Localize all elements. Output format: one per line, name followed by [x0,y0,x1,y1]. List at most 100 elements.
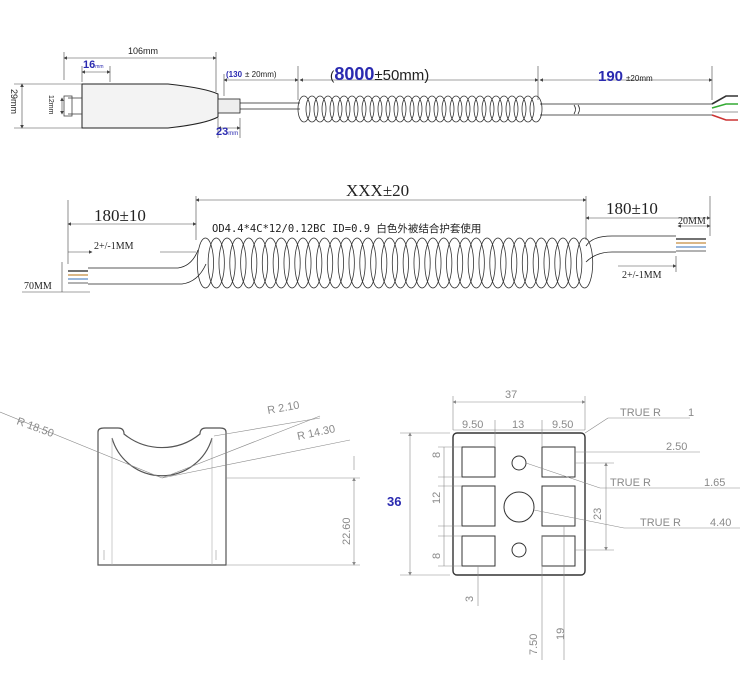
dim-9-50-right: 9.50 [552,419,573,431]
spiral-loop [521,237,539,289]
coil-loop [353,95,367,123]
spiral-loop [576,237,594,289]
dim-13: 13 [512,419,524,431]
spiral-loop [446,237,464,289]
spiral-loop [489,237,507,289]
dim-8-top: 8 [431,452,443,458]
coil-loop [473,95,487,123]
small-hole-top [511,455,527,471]
spiral-loop [207,237,225,289]
left-wire-ends [68,270,88,284]
spiral-loop [326,237,344,289]
spiral-loop [283,237,301,289]
dim-3: 3 [464,596,476,602]
coil-loop [401,95,415,123]
spiral-loop [359,237,377,289]
spiral-loop [348,237,366,289]
spiral-loop [316,237,334,289]
coil-loop [521,95,535,123]
coil-loop [489,95,503,123]
dim-8-bottom: 8 [431,553,443,559]
square-hole-top-left [461,446,496,478]
true-r-440-label: TRUE R [640,517,681,529]
spiral-loop [229,237,247,289]
coil-loop [361,95,375,123]
spiral-loop [565,237,583,289]
spiral-loop [543,237,561,289]
dim-right-180: 180±10 [606,199,658,218]
coil-section [297,95,543,123]
strain-relief [217,98,241,114]
dim-190: 190±20mm [598,68,653,85]
coil-loop [505,95,519,123]
spiral-loop [370,237,388,289]
dim-8000: (8000±50mm) [330,64,429,84]
dim-7-50: 7.50 [528,634,540,655]
coil-loop [409,95,423,123]
center-hole [503,491,535,523]
coil-loop [337,95,351,123]
dim-left-70: 70MM [24,281,52,292]
square-hole-top-right [541,446,576,478]
connector-body [81,83,219,129]
coil-loop [329,95,343,123]
right-lead [585,235,676,247]
spiral-loop [554,237,572,289]
spiral-cable-drawing: 180±10 XXX±20 180±10 OD4.4*4C*12/0.12BC … [22,181,711,293]
spiral-loop [402,237,420,289]
spiral-loop [413,237,431,289]
spiral-loop [261,237,279,289]
coil-loop [377,95,391,123]
true-r-165-label: TRUE R [610,477,651,489]
dim-106: 106mm [128,46,158,56]
coil-loop [345,95,359,123]
cable-connector-drawing: 106mm 16mm 29mm 12mm 23mm (130± 20mm) (8… [9,46,738,138]
spiral-loop [240,237,258,289]
dim-r-18-50: R 18.50 [15,416,55,440]
dim-23-vertical: 23 [592,508,604,520]
dim-9-50-left: 9.50 [462,419,483,431]
coil-loop [433,95,447,123]
coil-loop [481,95,495,123]
spiral-loop [337,237,355,289]
dim-2-50: 2.50 [666,441,687,453]
coil-loop [313,95,327,123]
spiral-loop [251,237,269,289]
spiral-loop [294,237,312,289]
coil-loop [417,95,431,123]
dim-right-strip: 2+/-1MM [622,270,662,281]
spiral-loop [435,237,453,289]
dim-12-vertical: 12 [431,492,443,504]
spiral-loop [456,237,474,289]
spiral-loop [467,237,485,289]
dim-right-20: 20MM [678,216,706,227]
coil-loop [465,95,479,123]
coil-loop [529,95,543,123]
coil-loop [385,95,399,123]
right-wire-ends [676,238,706,252]
coil-loop [497,95,511,123]
spiral-loop [532,237,550,289]
spiral-loop [511,237,529,289]
coil-loop [369,95,383,123]
small-hole-bottom [511,542,527,558]
coil-loop [441,95,455,123]
dim-left-strip: 2+/-1MM [94,241,134,252]
wire-ends [711,95,738,121]
spiral-coil [196,237,594,289]
mounting-plate-drawing: 37 9.50 13 9.50 TRUE R 1 2.50 TRUE R 1.6… [387,389,740,660]
dim-29: 29mm [9,89,19,114]
clip-outer-profile [97,427,227,566]
dim-r-14-30: R 14.30 [296,423,336,443]
dim-center-xxx: XXX±20 [346,181,409,200]
spiral-loop [391,237,409,289]
coil-loop [425,95,439,123]
coil-loop [393,95,407,123]
spec-text: OD4.4*4C*12/0.12BC ID=0.9 白色外被结合护套使用 [212,222,481,235]
dim-12: 12mm [47,95,54,115]
coil-loop [321,95,335,123]
spiral-loop [478,237,496,289]
coil-loop [457,95,471,123]
dim-16: 16mm [83,59,104,71]
